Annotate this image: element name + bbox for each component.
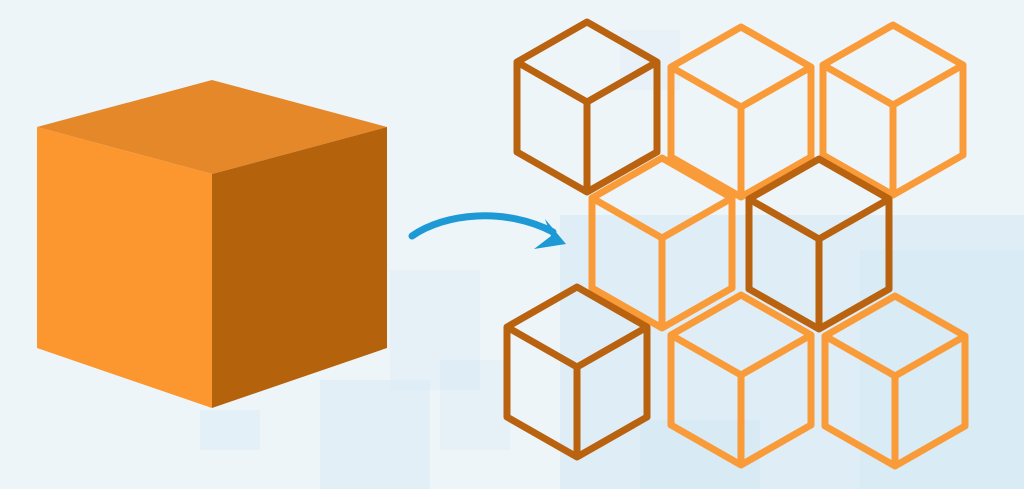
outline-cube-grid <box>503 18 969 470</box>
outline-cube <box>513 18 661 196</box>
outline-cube <box>503 283 651 461</box>
outline-cube-inner-edges <box>505 323 649 457</box>
background-pixel <box>320 380 430 489</box>
arrow-shaft <box>408 212 557 240</box>
solid-cube <box>37 80 387 408</box>
outline-cube <box>667 23 815 201</box>
outline-cube <box>821 292 969 470</box>
outline-cube <box>745 155 893 333</box>
outline-cube-inner-edges <box>747 195 891 329</box>
outline-cube-inner-edges <box>823 332 967 466</box>
solid-cube-right-face <box>212 127 387 408</box>
outline-cube <box>667 291 815 469</box>
outline-cube-inner-edges <box>515 58 659 192</box>
outline-cube-inner-edges <box>669 63 813 197</box>
outline-cube-inner-edges <box>821 61 965 195</box>
outline-cube <box>819 21 967 199</box>
solid-cube-left-face <box>37 127 212 408</box>
background-pixel <box>200 410 260 450</box>
arrow-head <box>534 219 566 249</box>
background-pixel <box>440 360 510 450</box>
outline-cube-inner-edges <box>590 194 734 328</box>
outline-cube <box>588 154 736 332</box>
transition-arrow <box>408 212 566 249</box>
outline-cube-inner-edges <box>669 331 813 465</box>
background-pixel <box>390 270 480 390</box>
